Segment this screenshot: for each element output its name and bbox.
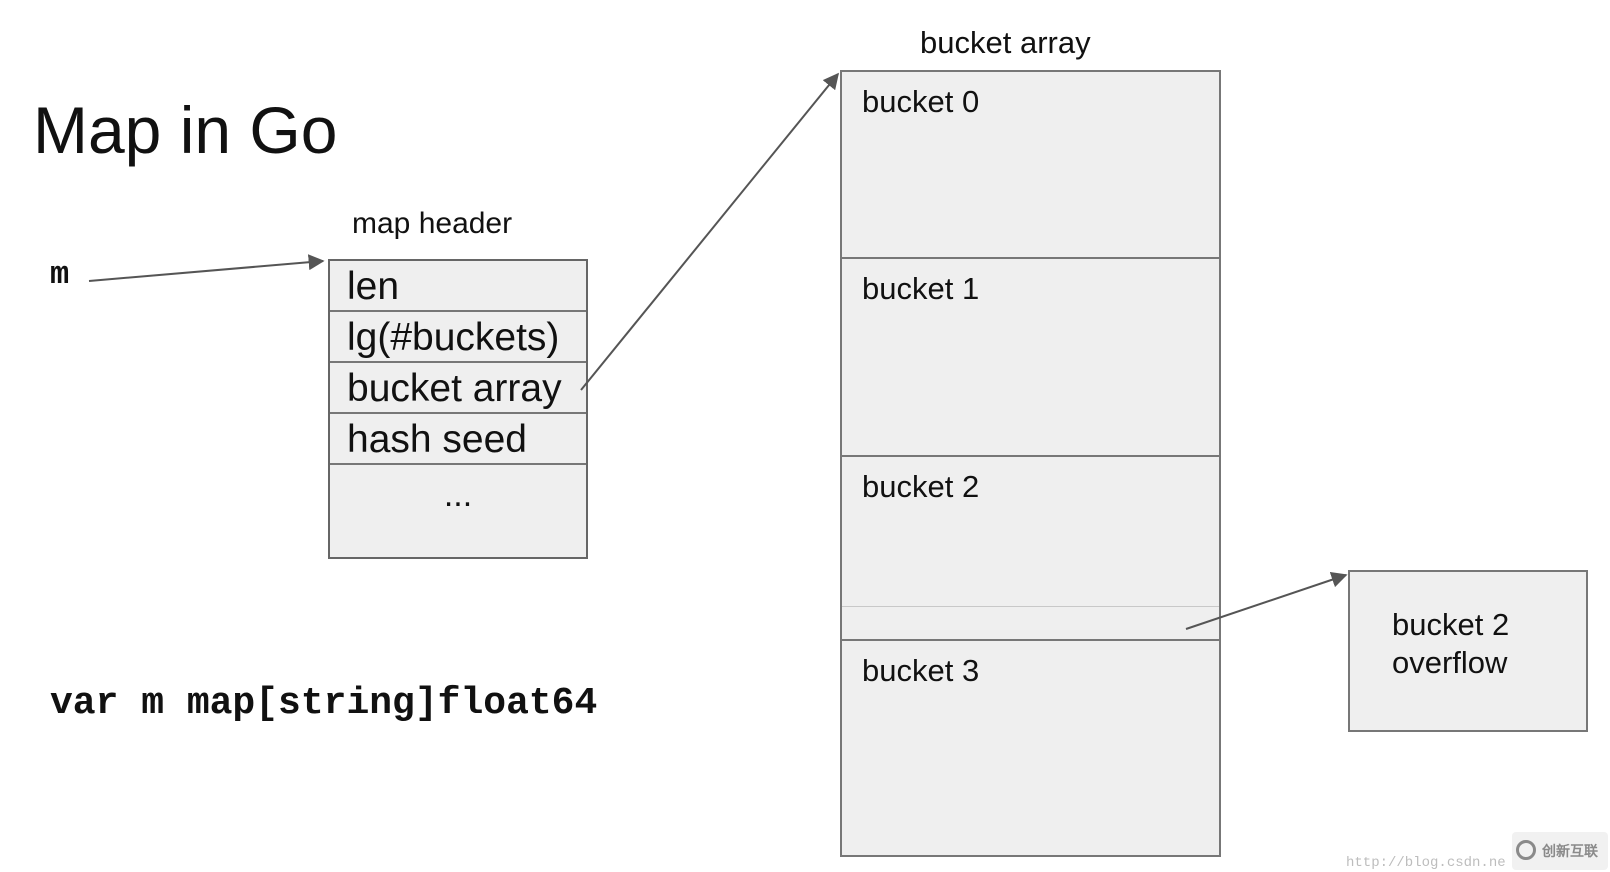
header-field-bucket-array: bucket array <box>330 363 586 414</box>
watermark-text: 创新互联 <box>1542 843 1598 859</box>
variable-m-label: m <box>50 256 70 293</box>
bucket-3-label: bucket 3 <box>862 653 980 688</box>
header-field-len: len <box>330 261 586 312</box>
bucket-array-box: bucket 0 bucket 1 bucket 2 bucket 3 <box>840 70 1221 857</box>
map-header-caption: map header <box>352 207 513 240</box>
watermark-logo-icon <box>1516 840 1536 860</box>
overflow-bucket-label: bucket 2 overflow <box>1392 606 1509 682</box>
bucket-1-label: bucket 1 <box>862 271 980 306</box>
watermark-url: http://blog.csdn.ne <box>1346 855 1506 871</box>
bucket-0-label: bucket 0 <box>862 84 980 119</box>
bucket-3: bucket 3 <box>842 641 1219 857</box>
arrow-bucket2-to-overflow <box>1185 572 1348 630</box>
overflow-line-1: bucket 2 <box>1392 607 1510 642</box>
bucket-2-label: bucket 2 <box>862 469 980 504</box>
header-field-ellipsis: ... <box>443 476 473 514</box>
bucket-0: bucket 0 <box>842 72 1219 259</box>
bucket-array-caption: bucket array <box>920 25 1091 60</box>
bucket-2: bucket 2 <box>842 457 1219 607</box>
watermark-badge: 创新互联 <box>1512 832 1608 870</box>
header-field-hash-seed: hash seed <box>330 414 586 465</box>
arrow-m-to-header <box>88 254 325 282</box>
bucket-2-overflow-pointer-slot <box>842 607 1219 641</box>
arrow-header-to-bucket-array <box>580 72 840 391</box>
diagram-title: Map in Go <box>33 93 338 167</box>
bucket-1: bucket 1 <box>842 259 1219 457</box>
overflow-bucket-box: bucket 2 overflow <box>1348 570 1588 732</box>
overflow-line-2: overflow <box>1392 645 1508 680</box>
header-field-lg-buckets: lg(#buckets) <box>330 312 586 363</box>
code-declaration: var m map[string]float64 <box>50 682 598 725</box>
map-header-box: len lg(#buckets) bucket array hash seed … <box>328 259 588 559</box>
